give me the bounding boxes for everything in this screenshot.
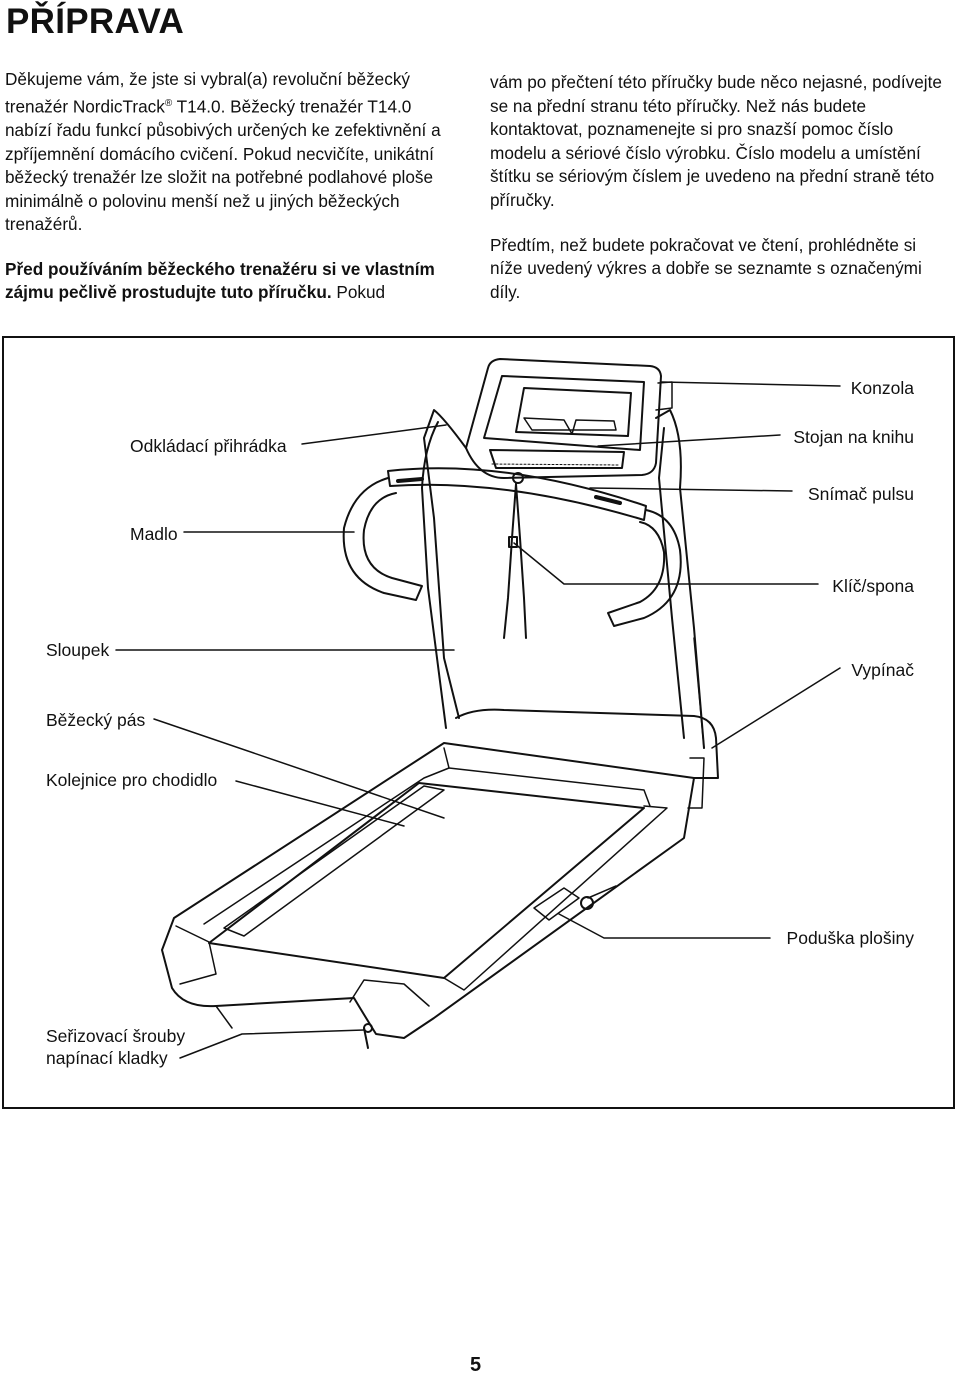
intro-p2-bold: Před používáním běžeckého trenažéru si v… [5, 258, 435, 303]
intro-paragraph-2-continued: vám po přečtení této příručky bude něco … [490, 72, 942, 210]
treadmill-drawing [115, 358, 841, 1059]
deck-drawing [161, 708, 719, 1049]
intro-paragraph-2: Před používáním běžeckého trenažéru si v… [5, 258, 455, 305]
leader-vypinac [711, 667, 841, 749]
label-odkladaci-prihradka: Odkládací přihrádka [130, 436, 287, 456]
label-serizovaci-line2: napínací kladky [46, 1048, 168, 1068]
label-konzola: Konzola [850, 378, 914, 398]
label-madlo: Madlo [130, 524, 178, 544]
intro-p1-end: T14.0. Běžecký trenažér T14.0 nabízí řad… [5, 96, 441, 235]
page-number: 5 [470, 1354, 482, 1376]
leader-pas [153, 718, 445, 819]
treadmill-diagram: Konzola Odkládací přihrádka Stojan na kn… [2, 336, 955, 1109]
intro-paragraph-1: Děkujeme vám, že jste si vybral(a) revol… [5, 68, 455, 237]
leader-serizovaci [179, 1029, 365, 1059]
label-klic-spona: Klíč/spona [832, 576, 914, 596]
leader-konzola [661, 381, 841, 387]
registered-mark: ® [164, 97, 173, 109]
safety-key-drawing [503, 483, 527, 639]
leader-odkladaci [301, 424, 447, 445]
leader-snimac [589, 487, 793, 492]
label-snimac-pulsu: Snímač pulsu [807, 484, 914, 504]
intro-column-right: vám po přečtení této příručky bude něco … [490, 71, 952, 304]
label-sloupek: Sloupek [46, 640, 110, 660]
intro-paragraph-3: Předtím, než budete pokračovat ve čtení,… [490, 234, 922, 302]
leader-lines [115, 381, 841, 1059]
label-stojan-na-knihu: Stojan na knihu [793, 427, 914, 447]
leader-klic [513, 542, 819, 585]
console-drawing [465, 358, 673, 479]
page-title: PŘÍPRAVA [6, 2, 185, 41]
label-kolejnice: Kolejnice pro chodidlo [46, 770, 218, 790]
label-vypinac: Vypínač [851, 660, 914, 680]
intro-p2-regular: Pokud [331, 282, 386, 303]
leader-stojan [597, 434, 781, 447]
label-bezecky-pas: Běžecký pás [46, 710, 146, 730]
upright-drawing [421, 409, 705, 749]
leader-kolejnice [235, 780, 405, 827]
intro-p1-start: Děkujeme vám, že jste si vybral(a) revol… [5, 69, 411, 117]
label-serizovaci-line1: Seřizovací šrouby [46, 1026, 186, 1046]
handlebar-drawing [342, 467, 682, 627]
leader-poduska [558, 913, 771, 939]
intro-column-left: Děkujeme vám, že jste si vybral(a) revol… [5, 68, 455, 305]
label-poduska-plosiny: Poduška plošiny [786, 928, 914, 948]
